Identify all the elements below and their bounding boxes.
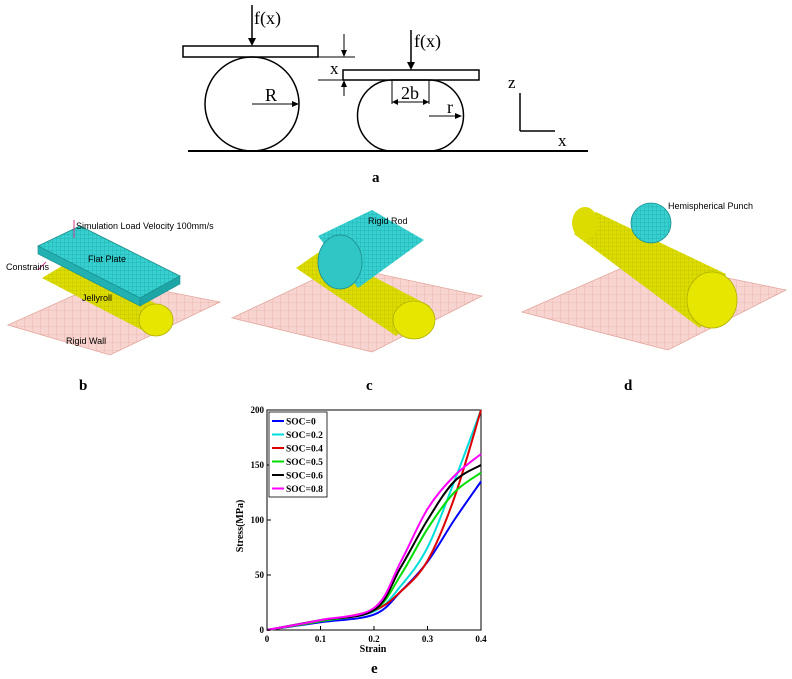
rigid-rod-end-c	[317, 234, 363, 290]
radius-R-label: R	[265, 85, 277, 105]
disp-arrowhead-top	[341, 50, 347, 57]
panel-b-model: Simulation Load Velocity 100mm/s Constra…	[6, 220, 222, 356]
legend-label: SOC=0.5	[286, 458, 323, 468]
axis-x-label: x	[558, 131, 567, 150]
y-tick-label: 200	[251, 405, 265, 415]
displacement-label: x	[330, 59, 339, 78]
jellyroll-end-d	[686, 271, 738, 329]
panel-label-b: b	[79, 378, 88, 394]
load-velocity-label: Simulation Load Velocity 100mm/s	[76, 221, 214, 231]
x-axis-label: Strain	[360, 644, 387, 655]
x-tick-label: 0.4	[475, 634, 487, 644]
flat-width-arrow-l	[392, 99, 398, 105]
flat-plate-end-b	[139, 275, 181, 307]
constrains-label: Constrains	[6, 262, 50, 272]
y-tick-label: 100	[251, 515, 265, 525]
panel-label-d: d	[624, 378, 633, 394]
panel-c-model: Rigid Rod	[230, 210, 484, 353]
axis-z-label: z	[508, 73, 516, 92]
panels-bcd-models: Simulation Load Velocity 100mm/s Constra…	[6, 201, 788, 356]
right-plate	[342, 69, 480, 81]
rigid-rod-label: Rigid Rod	[368, 216, 408, 226]
legend-box	[268, 411, 328, 498]
x-tick-label: 0.3	[422, 634, 434, 644]
y-tick-label: 0	[260, 625, 265, 635]
x-tick-label: 0.2	[368, 634, 380, 644]
panel-a-schematic: f(x) f(x) R 2b r x z x	[182, 5, 588, 152]
force-right-label: f(x)	[414, 31, 441, 52]
jellyroll-end-b	[138, 303, 174, 337]
flat-width-label: 2b	[401, 83, 419, 103]
jellyroll-end-left-d	[572, 207, 598, 239]
y-axis-label: Stress(MPa)	[235, 500, 246, 553]
radius-R-arrowhead	[292, 101, 299, 107]
series-line-soc-0-5	[266, 471, 482, 631]
chart-series-lines	[266, 409, 482, 631]
rigid-wall-label: Rigid Wall	[66, 336, 106, 346]
x-tick-label: 0.1	[315, 634, 327, 644]
flattened-body	[356, 79, 465, 152]
legend-label: SOC=0.8	[286, 485, 323, 495]
x-tick-label: 0	[265, 634, 270, 644]
legend-label: SOC=0	[286, 418, 316, 428]
legend-label: SOC=0.2	[286, 431, 323, 441]
legend-label: SOC=0.4	[286, 445, 323, 455]
disp-arrowhead-bottom	[341, 80, 347, 87]
jellyroll-label: Jellyroll	[82, 293, 112, 303]
force-left-label: f(x)	[254, 8, 281, 29]
left-plate	[182, 45, 319, 58]
panel-label-a: a	[372, 170, 380, 186]
radius-r-label: r	[447, 97, 453, 117]
right-force-arrowhead	[407, 62, 415, 70]
hemispherical-punch-label: Hemispherical Punch	[668, 201, 753, 211]
series-line-soc-0-8	[266, 453, 482, 631]
chart-ticks: 0 0.1 0.2 0.3 0.4 0 50 100 150 200	[251, 405, 488, 644]
jellyroll-end-c	[392, 300, 436, 340]
y-tick-label: 150	[251, 460, 265, 470]
y-tick-label: 50	[255, 570, 265, 580]
left-force-arrowhead	[248, 38, 256, 46]
constrain-marker	[37, 261, 47, 271]
flat-plate-label: Flat Plate	[88, 254, 126, 264]
panel-d-model: Hemispherical Punch	[520, 201, 788, 351]
legend-label: SOC=0.6	[286, 472, 323, 482]
radius-r-arrowhead	[455, 113, 462, 119]
panel-label-e: e	[371, 661, 378, 677]
panel-label-c: c	[366, 378, 373, 394]
flat-width-arrow-r	[423, 99, 429, 105]
